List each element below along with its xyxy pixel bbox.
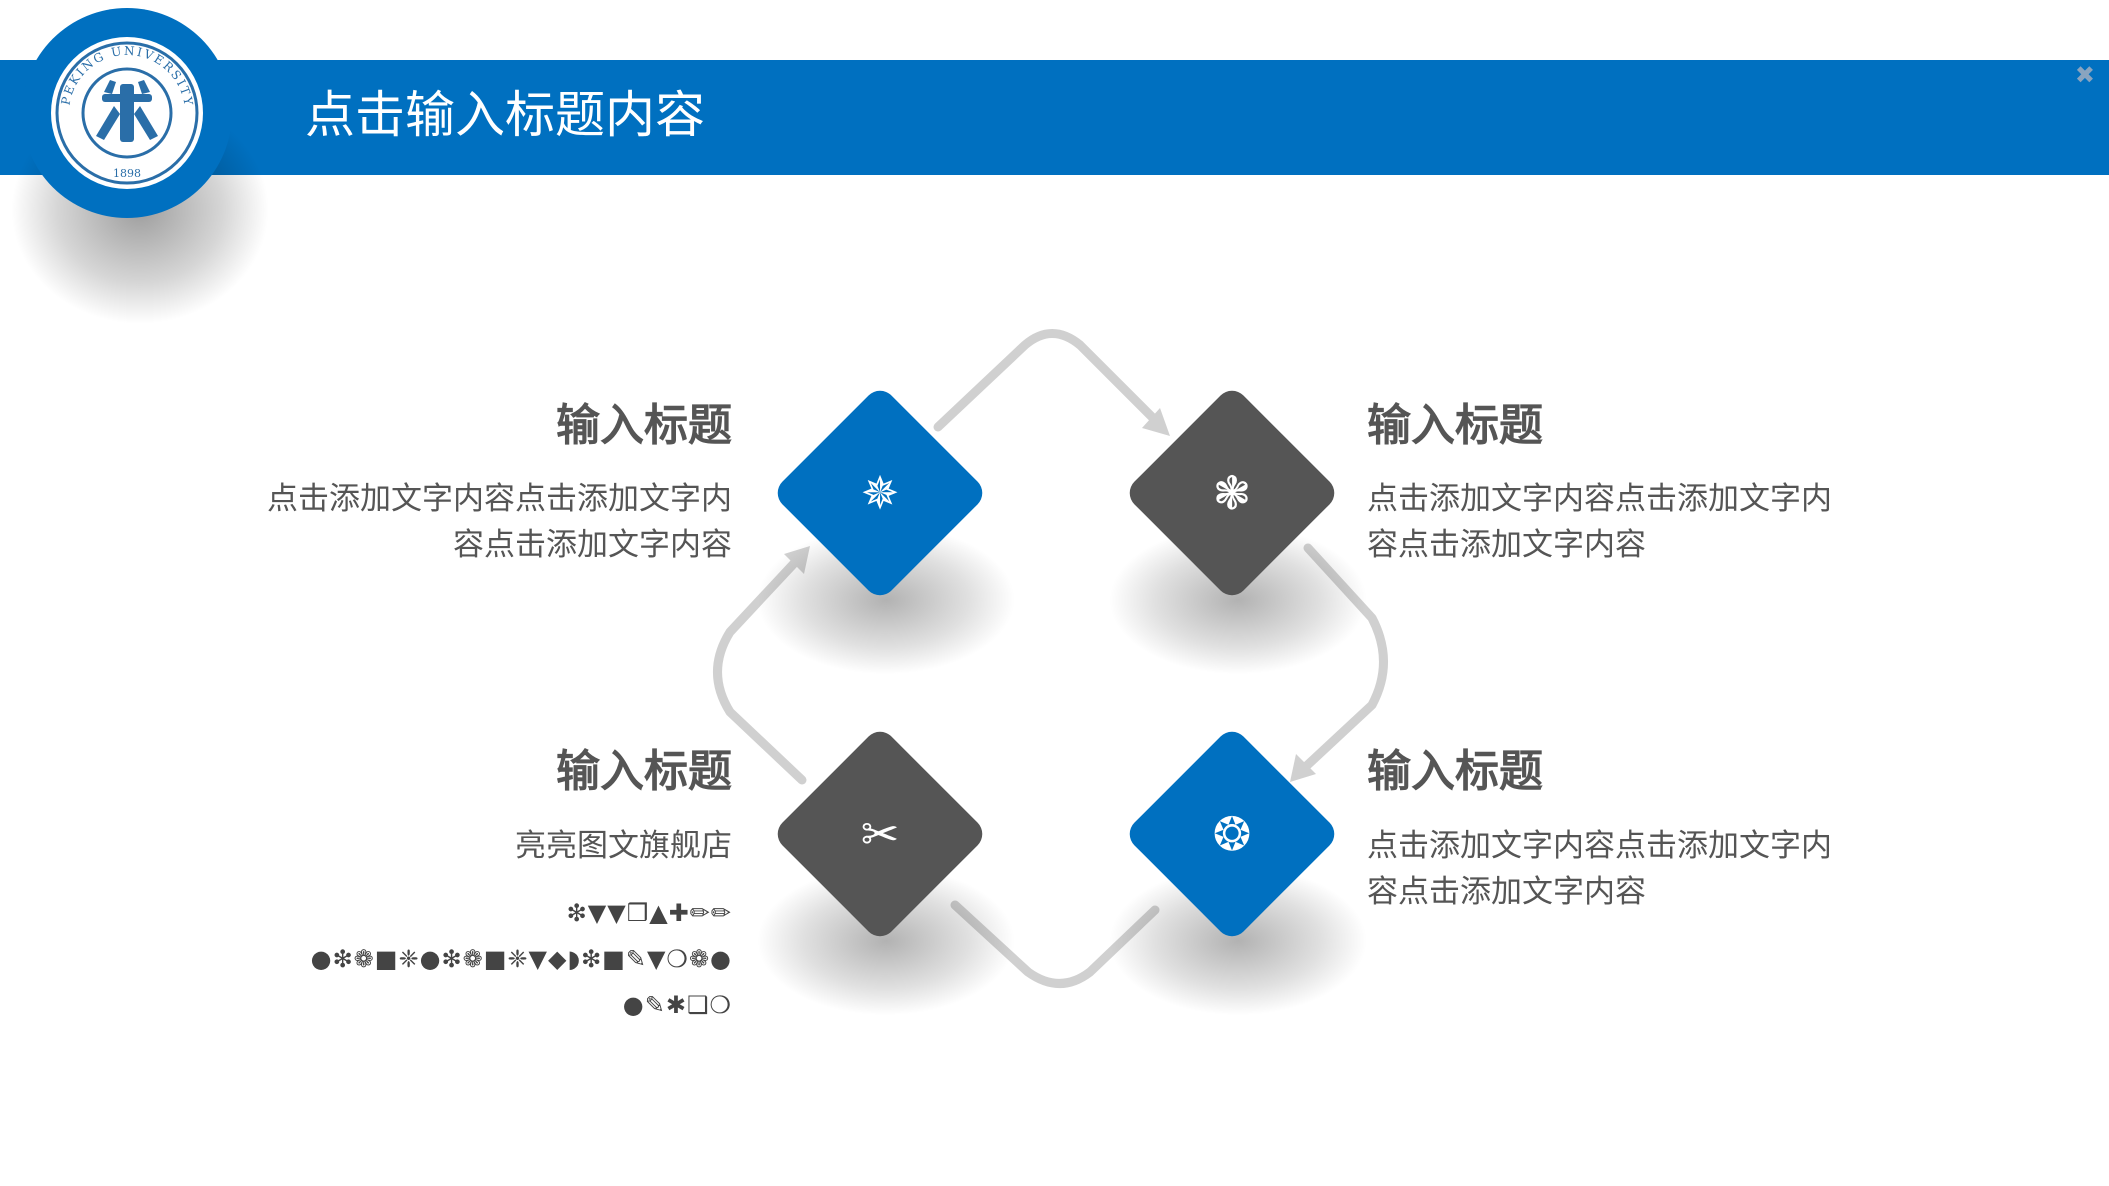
header-bar bbox=[0, 60, 2109, 175]
block-1-title: 输入标题 bbox=[556, 400, 732, 451]
block-3-symbol-line-1: ❇▼▼❒▲✚✏✏ bbox=[566, 899, 732, 927]
block-3-title: 输入标题 bbox=[556, 746, 732, 797]
block-2-line-2: 容点击添加文字内容 bbox=[1367, 527, 1646, 563]
scissors-icon: ✂ bbox=[860, 807, 900, 861]
seal-year: 1898 bbox=[113, 167, 141, 180]
connector-left bbox=[713, 552, 807, 785]
block-1-line-2: 容点击添加文字内容 bbox=[453, 527, 732, 563]
block-4-text: 点击添加文字内容点击添加文字内 容点击添加文字内容 bbox=[1367, 823, 1887, 915]
arrowhead-top bbox=[1142, 408, 1170, 436]
close-icon[interactable]: ✖ bbox=[2074, 61, 2095, 89]
block-2-title: 输入标题 bbox=[1367, 400, 1543, 451]
connector-right bbox=[1295, 543, 1388, 777]
compass-star-icon: ✵ bbox=[860, 466, 900, 520]
connector-top bbox=[933, 329, 1165, 432]
block-1-line-1: 点击添加文字内容点击添加文字内 bbox=[267, 481, 732, 517]
block-2-text: 点击添加文字内容点击添加文字内 容点击添加文字内容 bbox=[1367, 476, 1887, 568]
sun-gear-icon: ❂ bbox=[1212, 807, 1252, 861]
arrowhead-left bbox=[784, 546, 810, 574]
block-3-symbol-line-2: ●❇❁■❈●❇❁■❈▼◆◗❇■✎▼❍❁● bbox=[310, 945, 732, 973]
university-seal-icon: PEKING UNIVERSITY 1898 bbox=[51, 37, 203, 189]
block-2-line-1: 点击添加文字内容点击添加文字内 bbox=[1367, 481, 1832, 517]
flower-icon: ❃ bbox=[1212, 466, 1252, 520]
arrowhead-right bbox=[1290, 754, 1316, 782]
connector-bottom bbox=[950, 900, 1160, 988]
block-4-line-2: 容点击添加文字内容 bbox=[1367, 874, 1646, 910]
block-1-text: 点击添加文字内容点击添加文字内 容点击添加文字内容 bbox=[212, 476, 732, 568]
block-3-symbol-line-3: ●✎✱❑❍ bbox=[622, 991, 732, 1019]
block-3-text: 亮亮图文旗舰店 bbox=[515, 828, 732, 864]
block-4-title: 输入标题 bbox=[1367, 746, 1543, 797]
block-4-line-1: 点击添加文字内容点击添加文字内 bbox=[1367, 828, 1832, 864]
page-title: 点击输入标题内容 bbox=[305, 86, 705, 144]
